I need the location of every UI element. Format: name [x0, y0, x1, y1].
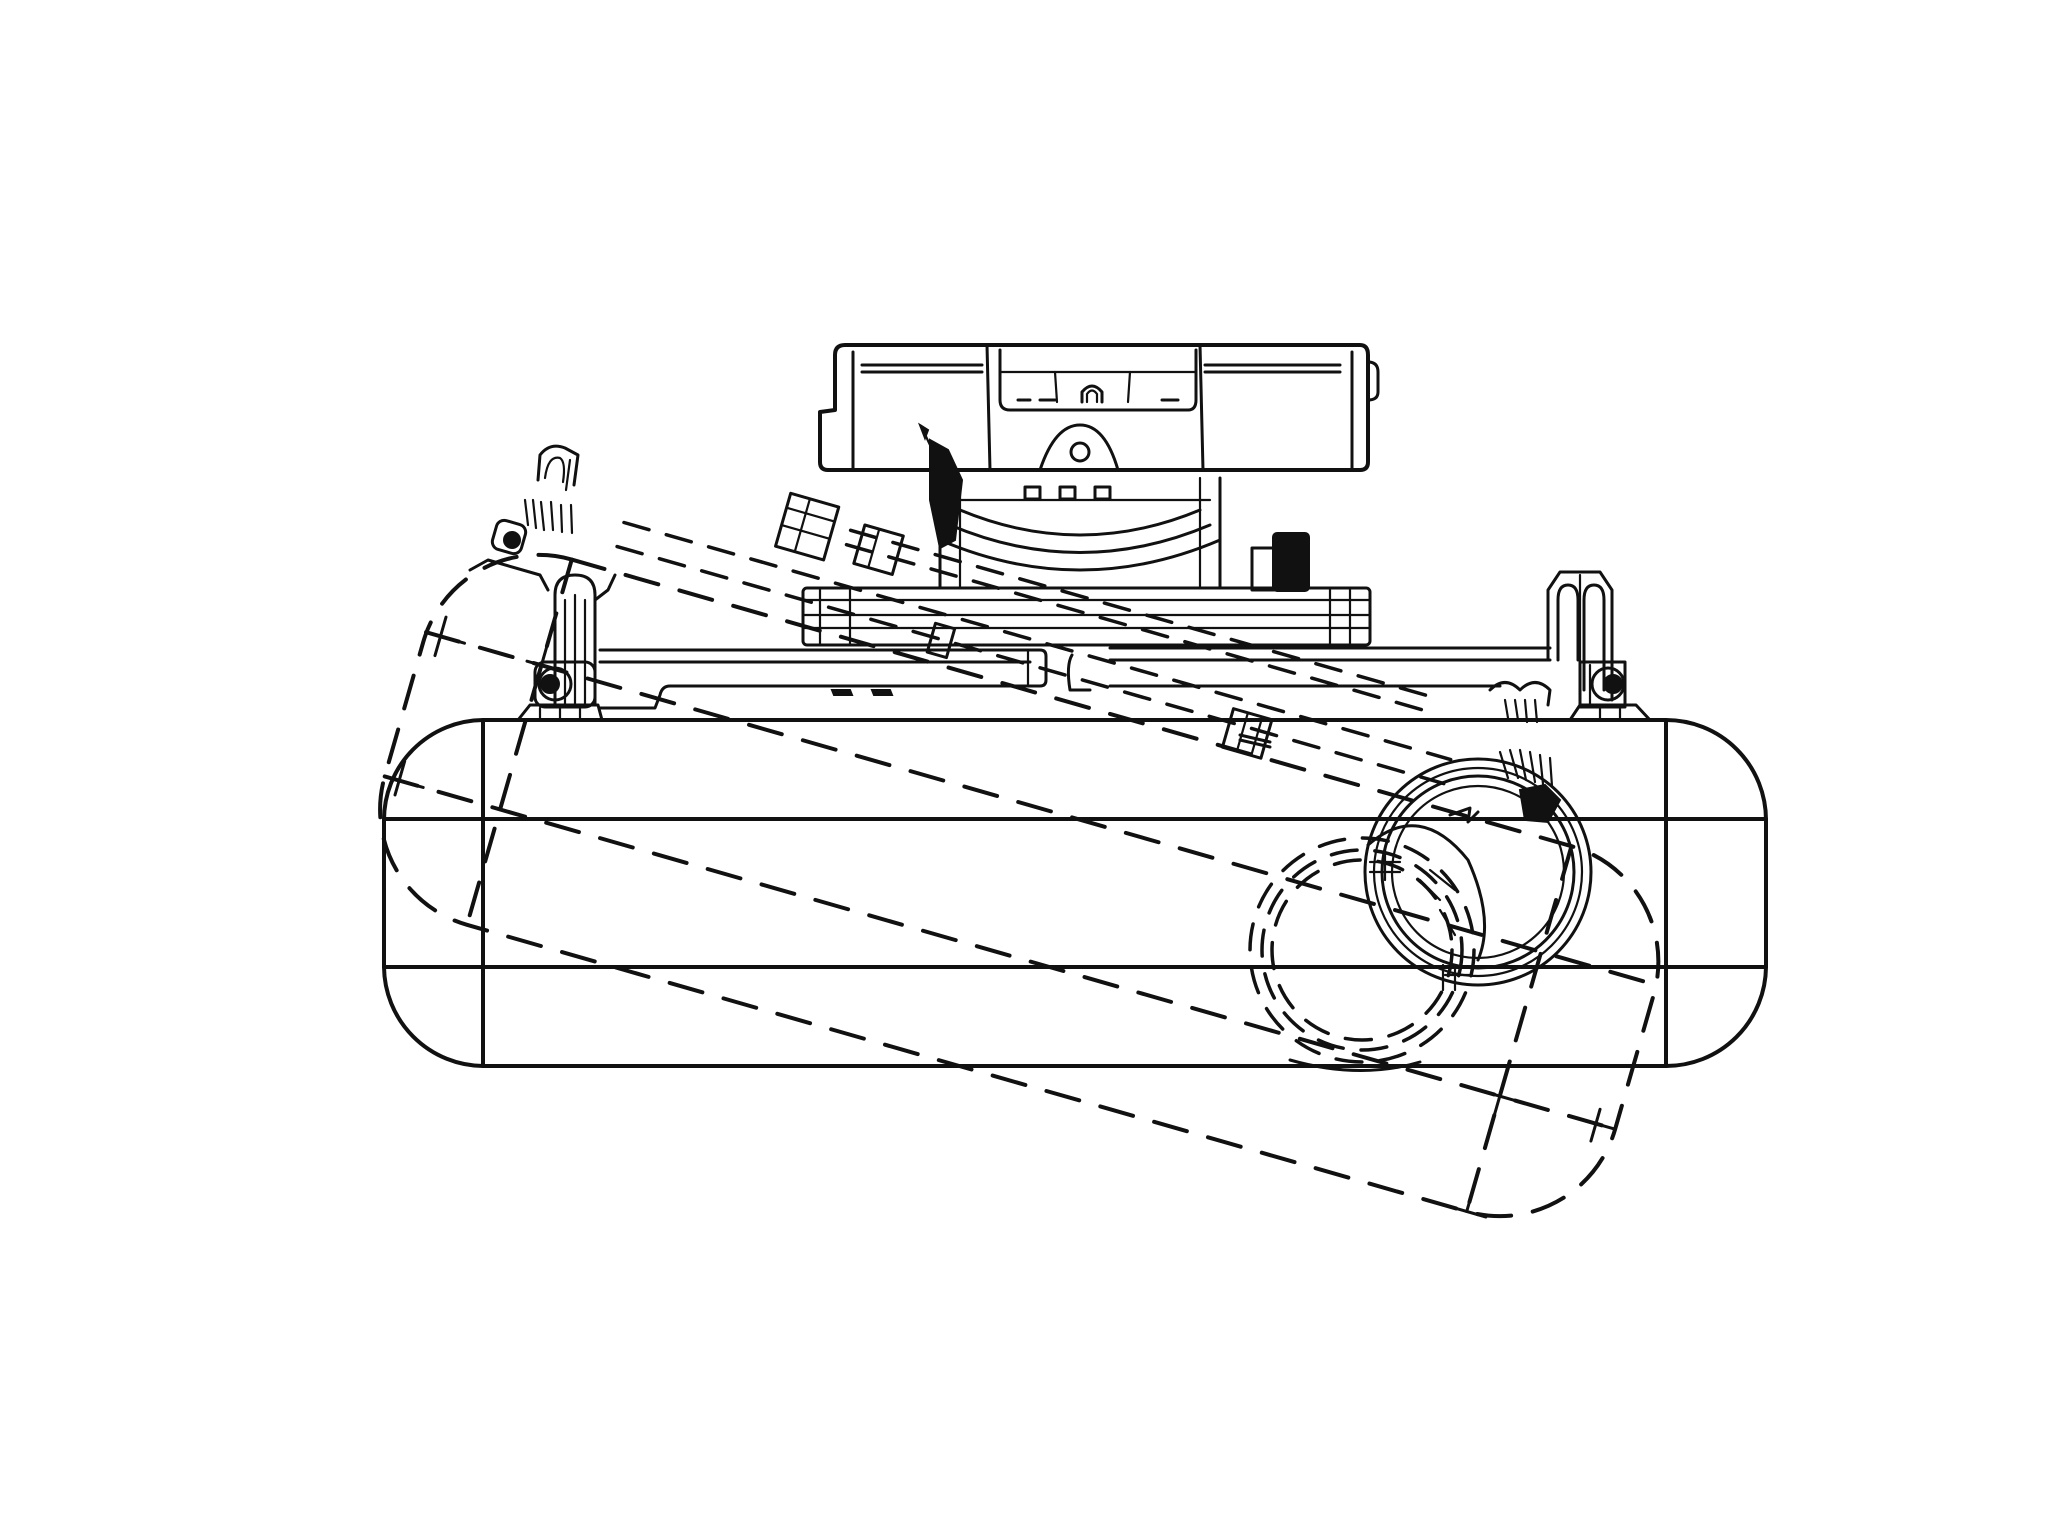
- projector-body: [382, 718, 1768, 1068]
- right-clamp-knob-icon: [1578, 660, 1627, 709]
- mount-left-rail: [598, 648, 1048, 710]
- lock-keyhole-icon: [1080, 384, 1104, 404]
- tilt-mechanism: [774, 422, 1274, 760]
- left-clamp-knob-icon: [533, 660, 597, 709]
- mount-top-plate: [818, 343, 1380, 472]
- tilted-left-clamp: [468, 444, 580, 592]
- lens-ring: [1363, 748, 1593, 992]
- mount-right-rail: [1066, 646, 1552, 692]
- left-upright-bracket: [516, 573, 617, 722]
- right-upright-bracket: [1488, 570, 1652, 724]
- mount-mid-plate: [801, 532, 1372, 647]
- lens-tilted: [1248, 836, 1476, 1072]
- tilted-projector-outline: [378, 520, 1661, 1219]
